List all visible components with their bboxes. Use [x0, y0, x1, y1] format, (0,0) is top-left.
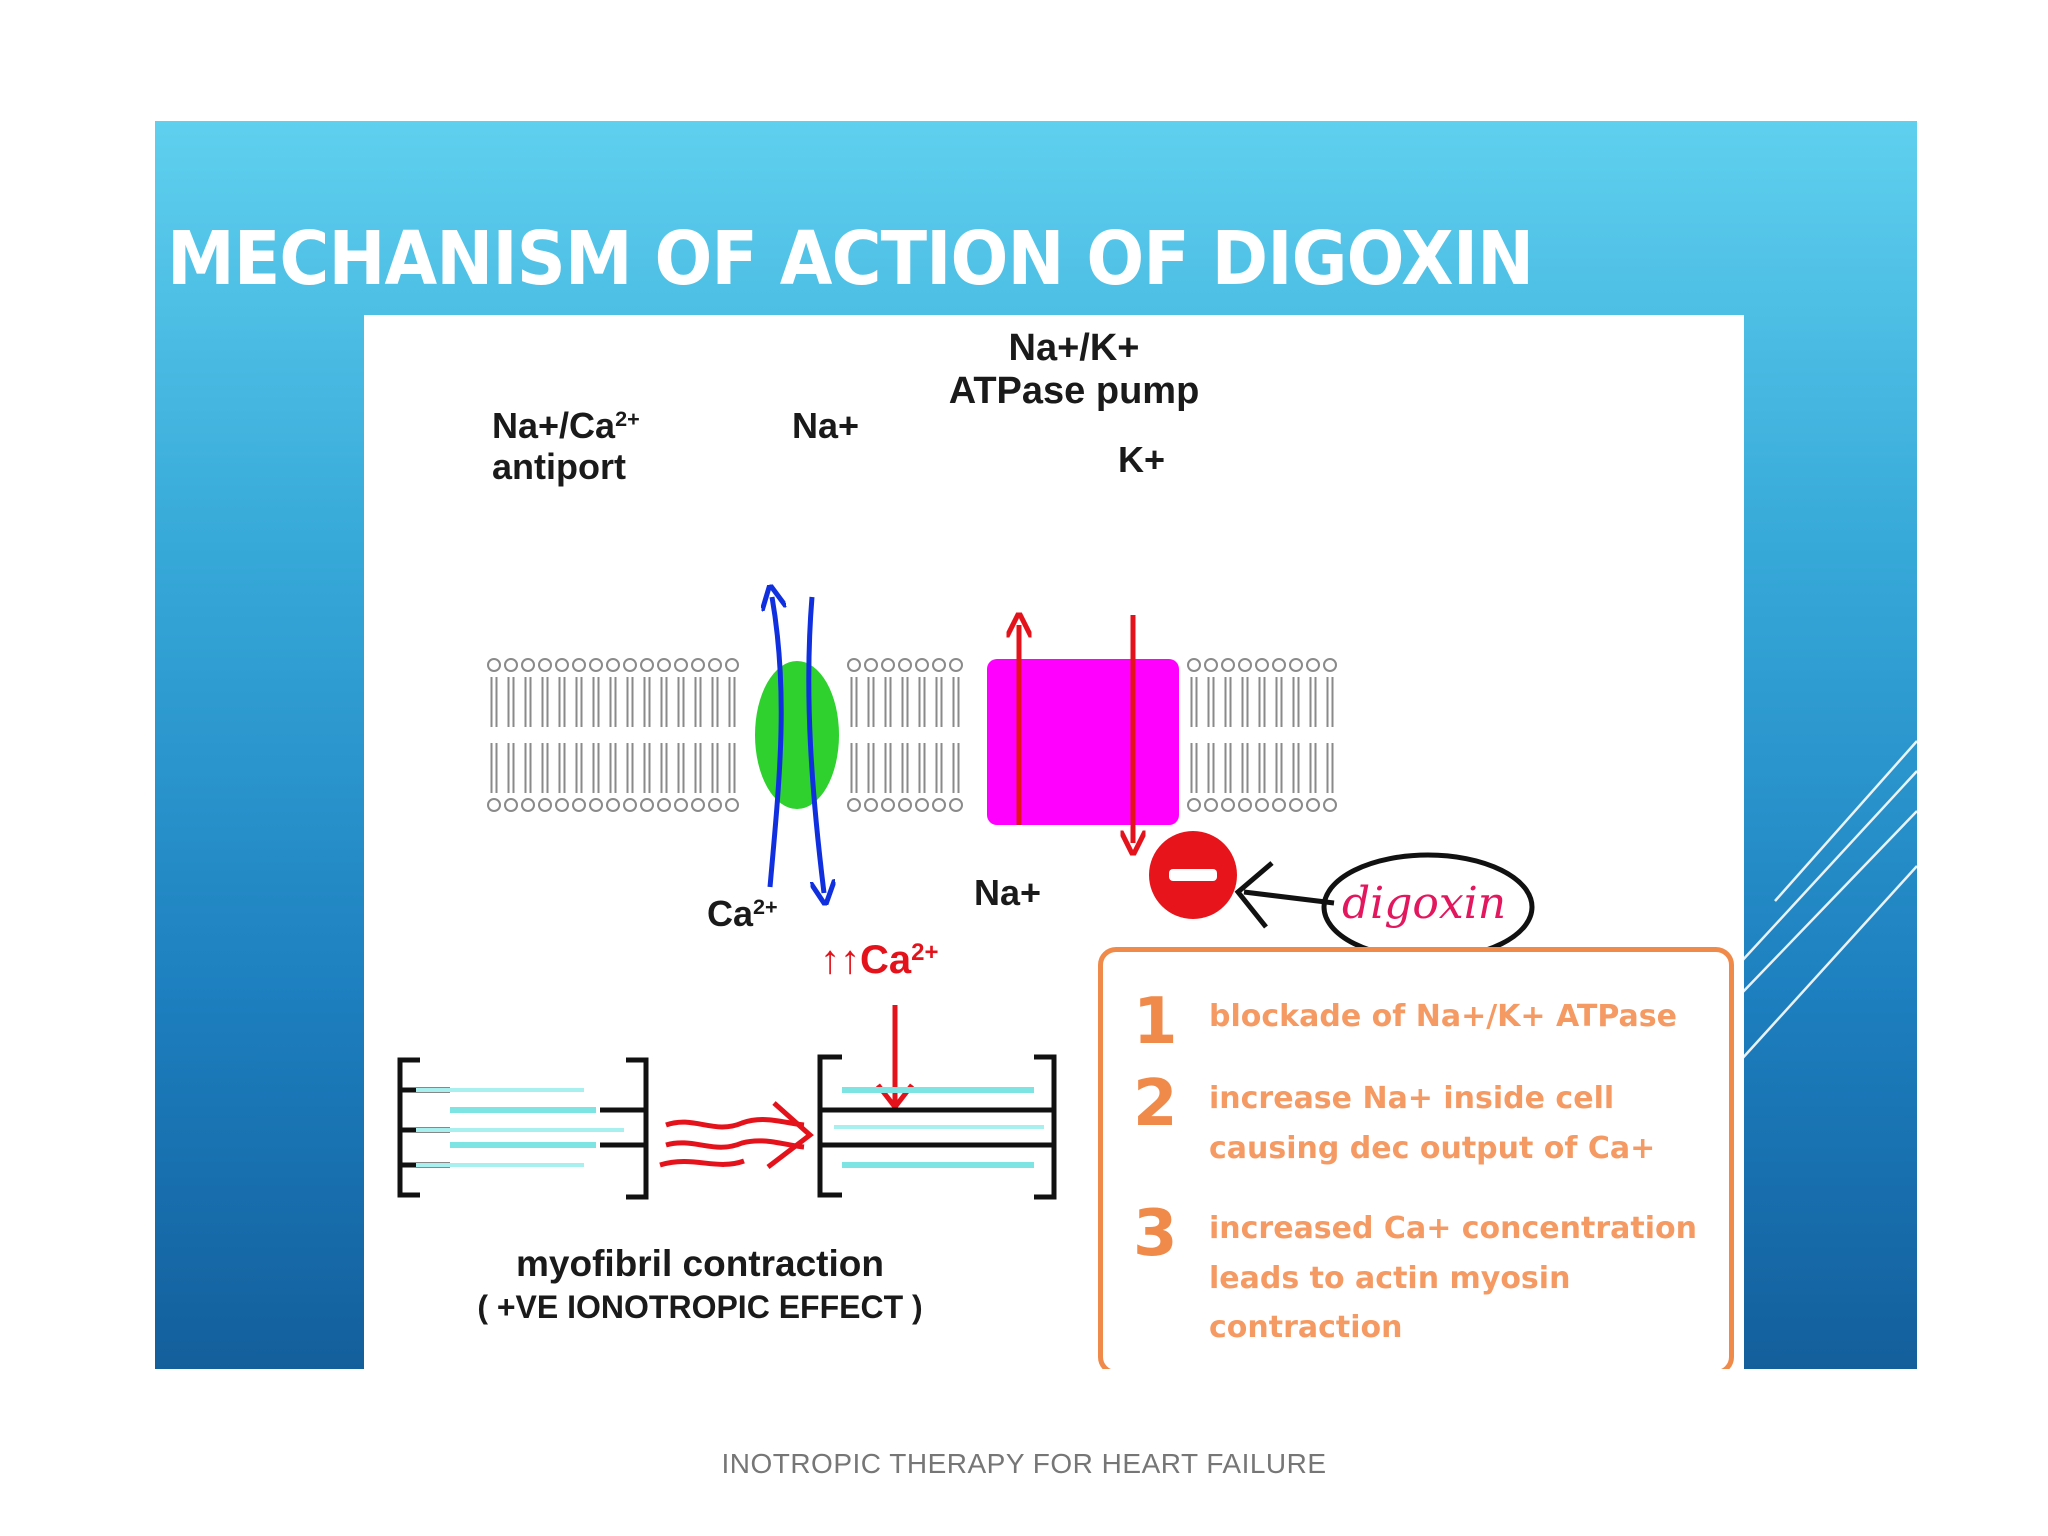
- lipid-head: [538, 658, 552, 672]
- lipid-head: [606, 798, 620, 812]
- lipid-head: [1306, 658, 1320, 672]
- lipid-head: [1221, 658, 1235, 672]
- lipid-head: [847, 798, 861, 812]
- lipid-head: [932, 658, 946, 672]
- step-2: 2 increase Na+ inside cell causing dec o…: [1133, 1072, 1655, 1173]
- slide: MECHANISM OF ACTION OF DIGOXIN: [155, 121, 1917, 1369]
- lipid-head: [1187, 798, 1201, 812]
- lipid-head: [623, 658, 637, 672]
- k-label: K+: [1118, 439, 1166, 480]
- lipid-head: [898, 798, 912, 812]
- lipid-head: [1289, 798, 1303, 812]
- diagram-panel: Na+/Ca2+ antiport Na+ Ca2+ Na+/K+ ATPase…: [364, 315, 1744, 1369]
- lipid-head: [847, 658, 861, 672]
- lipid-head: [691, 658, 705, 672]
- cell-membrane: [487, 658, 1337, 812]
- lipid-head: [1204, 658, 1218, 672]
- lipid-head: [640, 658, 654, 672]
- lipid-head: [725, 658, 739, 672]
- lipid-head: [915, 798, 929, 812]
- digoxin-arrow: [1243, 889, 1335, 906]
- step-text: increase Na+ inside cell causing dec out…: [1209, 1081, 1656, 1166]
- lipid-head: [1187, 658, 1201, 672]
- lipid-head: [1238, 798, 1252, 812]
- effect-label: ( +VE IONOTROPIC EFFECT ): [477, 1289, 923, 1325]
- contraction-arrow: [659, 1101, 814, 1169]
- lipid-head: [555, 658, 569, 672]
- antiport-protein: [755, 661, 839, 809]
- ca-rise-label: ↑↑Ca2+: [820, 938, 939, 982]
- myofibril-label: myofibril contraction: [516, 1243, 884, 1284]
- lipid-head: [555, 798, 569, 812]
- digoxin-arrowhead: [1234, 861, 1274, 929]
- lipid-head: [572, 658, 586, 672]
- lipid-head: [881, 798, 895, 812]
- step-text: blockade of Na+/K+ ATPase: [1209, 999, 1677, 1034]
- sarcomere-contracted: [817, 1054, 1057, 1200]
- lipid-head: [1323, 798, 1337, 812]
- digoxin-label: digoxin: [1342, 878, 1507, 929]
- ca-inflow-arrow: [806, 596, 824, 893]
- lipid-head: [864, 658, 878, 672]
- minus-icon: [1169, 869, 1217, 881]
- lipid-head: [708, 658, 722, 672]
- lipid-head: [1221, 798, 1235, 812]
- lipid-head: [708, 798, 722, 812]
- step-3: 3 increased Ca+ concentration leads to a…: [1133, 1202, 1697, 1353]
- na-outflow-arrow: [770, 597, 781, 888]
- lipid-head: [932, 798, 946, 812]
- step-1: 1 blockade of Na+/K+ ATPase: [1133, 990, 1677, 1054]
- lipid-head: [487, 798, 501, 812]
- lipid-head: [1272, 658, 1286, 672]
- lipid-head: [949, 658, 963, 672]
- lipid-head: [1306, 798, 1320, 812]
- lipid-head: [864, 798, 878, 812]
- lipid-head: [606, 658, 620, 672]
- lipid-head: [691, 798, 705, 812]
- antiport-label: Na+/Ca2+ antiport: [492, 405, 640, 488]
- lipid-head: [725, 798, 739, 812]
- slide-footer: INOTROPIC THERAPY FOR HEART FAILURE: [721, 1448, 1327, 1479]
- lipid-head: [674, 798, 688, 812]
- lipid-head: [572, 798, 586, 812]
- step-text: increased Ca+ concentration leads to act…: [1209, 1211, 1697, 1345]
- lipid-head: [640, 798, 654, 812]
- step-number: 2: [1133, 1067, 1178, 1141]
- ca-in-label: Ca2+: [707, 893, 778, 934]
- lipid-head: [881, 658, 895, 672]
- lipid-head: [1289, 658, 1303, 672]
- steps-box: 1 blockade of Na+/K+ ATPase 2 increase N…: [1098, 947, 1734, 1369]
- lipid-head: [657, 798, 671, 812]
- lipid-head: [623, 798, 637, 812]
- lipid-head: [1238, 658, 1252, 672]
- lipid-head: [504, 658, 518, 672]
- lipid-head: [487, 658, 501, 672]
- lipid-head: [674, 658, 688, 672]
- myofilaments-relaxed: [416, 1088, 624, 1167]
- lipid-head: [521, 798, 535, 812]
- lipid-head: [915, 658, 929, 672]
- step-number: 1: [1133, 985, 1178, 1059]
- atpase-pump: [987, 659, 1179, 825]
- slide-title: MECHANISM OF ACTION OF DIGOXIN: [167, 216, 1534, 302]
- lipid-head: [1272, 798, 1286, 812]
- lipid-head: [1255, 658, 1269, 672]
- lipid-head: [521, 658, 535, 672]
- step-number: 3: [1133, 1197, 1178, 1271]
- diagram-canvas: [397, 315, 1535, 1200]
- lipid-head: [949, 798, 963, 812]
- lipid-head: [898, 658, 912, 672]
- na-out-label: Na+: [792, 405, 860, 446]
- lipid-head: [589, 798, 603, 812]
- na-pump-label: Na+: [974, 872, 1042, 913]
- lipid-head: [1323, 658, 1337, 672]
- lipid-head: [538, 798, 552, 812]
- pump-label: Na+/K+ ATPase pump: [948, 327, 1200, 412]
- lipid-head: [1204, 798, 1218, 812]
- lipid-head: [657, 658, 671, 672]
- lipid-head: [1255, 798, 1269, 812]
- lipid-head: [504, 798, 518, 812]
- lipid-head: [589, 658, 603, 672]
- myofilaments-contracted: [834, 1087, 1044, 1168]
